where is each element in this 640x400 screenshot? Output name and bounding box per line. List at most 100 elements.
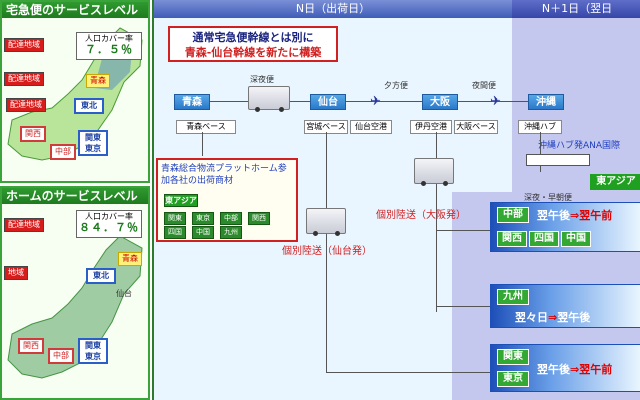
cover-rate-label: 人口カバー率 [85,212,133,221]
dest-chip-chugoku: 中国 [561,231,591,247]
dest-chip-shikoku: 四国 [529,231,559,247]
wheel [313,231,318,236]
trunk-line [206,101,536,102]
aomori-platform-text: 青森総合物流プラットホーム参加各社の出荷商材 [161,164,287,186]
wheel [443,181,448,186]
dest-time-kyushu: 翌々日⇒翌午後 [515,309,590,325]
chip-tokyo: 東京 [192,212,214,225]
wheel [255,107,260,112]
time-before: 翌午後 [537,209,570,222]
east-asia-label: 東アジア [590,174,640,190]
truck-icon [414,158,454,186]
region-aomori: 青森 [86,74,110,88]
region-chubu: 中部 [48,348,74,364]
left-bottom-title: ホームのサービスレベル [2,188,148,204]
dest-chip-kyushu: 九州 [497,289,529,305]
truck-icon [248,86,290,112]
dest-chip-tokyo: 東京 [497,371,529,387]
arrow-symbol: ⇒ [570,363,580,376]
base-itami-airport: 伊丹空港 [410,120,452,134]
connector-line [326,132,327,372]
cover-rate-box: 人口カバー率 ８４．７％ [76,210,142,238]
connector-line [202,132,203,156]
cover-rate-value: ８４．７％ [79,221,139,234]
tag-delivery-area: 配達地域 [4,72,44,86]
chip-chubu: 中部 [220,212,242,225]
dest-chip-kansai: 関西 [497,231,527,247]
left-bottom-panel: ホームのサービスレベル 配達地域 地域 人口カバー率 ８４．７％ 青森 東北 仙… [0,186,150,400]
header-day-n: N日（出荷日） [154,0,512,18]
cover-rate-label: 人口カバー率 [85,34,133,43]
dest-chip-kanto: 関東 [497,349,529,365]
dest-chip-chubu: 中部 [497,207,529,223]
chip-kyushu: 九州 [220,226,242,239]
leg-label-night: 夜間便 [472,81,496,90]
tag-delivery-area: 配達地域 [4,218,44,232]
region-kanto-tokyo: 関東 東京 [78,338,108,364]
osaka-delivery-label: 個別陸送（大阪発） [376,210,466,221]
aomori-platform-box: 青森総合物流プラットホーム参加各社の出荷商材 東アジア 関東 東京 中部 関西 … [156,158,298,242]
chip-kanto: 関東 [164,212,186,225]
region-kansai: 関西 [20,126,46,142]
time-before: 翌々日 [515,311,548,324]
region-sendai: 仙台 [116,289,132,298]
new-trunk-callout: 通常宅急便幹線とは別に 青森-仙台幹線を新たに構築 [168,26,338,62]
left-top-title: 宅急便のサービスレベル [2,2,148,18]
time-after: 翌午後 [557,311,591,324]
tag-delivery-area: 配達地域 [4,38,44,52]
dest-time-chubu: 翌午後⇒翌午前 [537,207,612,223]
wheel [335,231,340,236]
arrow-symbol: ⇒ [548,311,558,324]
connector-line [540,132,541,172]
region-kansai: 関西 [18,338,44,354]
logistics-diagram: N日（出荷日） N＋1日（翌日 通常宅急便幹線とは別に 青森-仙台幹線を新たに構… [152,0,640,400]
connector-line [436,132,437,312]
callout-line1: 通常宅急便幹線とは別に [192,31,314,44]
okinawa-time-label: 深夜・早朝便 [524,193,572,202]
region-chubu: 中部 [50,144,76,160]
station-okinawa: 沖縄 [528,94,564,110]
base-aomori: 青森ベース [176,120,236,134]
tag-delivery-area: 地域 [4,266,28,280]
leg-label-midnight: 深夜便 [250,75,274,84]
wheel [421,181,426,186]
arrow-line [326,372,490,373]
dest-time-kanto: 翌午後⇒翌午前 [537,361,612,377]
cover-rate-box: 人口カバー率 ７．５％ [76,32,142,60]
cover-rate-value: ７．５％ [85,43,133,56]
okinawa-flight-box [526,154,590,166]
base-sendai-airport: 仙台空港 [350,120,392,134]
callout-line2: 青森-仙台幹線を新たに構築 [184,46,322,59]
wheel [279,107,284,112]
sendai-delivery-label: 個別陸送（仙台発） [282,246,372,257]
arrow-symbol: ⇒ [570,209,580,222]
region-tohoku: 東北 [86,268,116,284]
okinawa-international-label: 沖縄ハブ発ANA国際 [538,141,621,151]
arrow-line [436,306,490,307]
truck-icon [306,208,346,236]
tag-delivery-area: 配達地域 [6,98,46,112]
header-day-n1: N＋1日（翌日 [512,0,640,18]
base-osaka: 大阪ベース [454,120,498,134]
next-day-zone [512,0,640,400]
chip-kansai: 関西 [248,212,270,225]
destination-box-chubu-kansai: 中部 翌午後⇒翌午前 関西 四国 中国 [490,202,640,252]
airplane-icon: ✈ [490,94,501,109]
region-tohoku: 東北 [74,98,104,114]
destination-box-kanto: 関東 東京 翌午後⇒翌午前 [490,344,640,392]
time-after: 翌午前 [579,209,613,222]
arrow-line [436,230,490,231]
airplane-icon: ✈ [370,94,381,109]
chip-east-asia: 東アジア [164,194,198,207]
region-kanto-tokyo: 関東 東京 [78,130,108,156]
station-aomori: 青森 [174,94,210,110]
destination-box-kyushu: 九州 翌々日⇒翌午後 [490,284,640,328]
leg-label-evening: 夕方便 [384,81,408,90]
time-before: 翌午後 [537,363,570,376]
chip-shikoku: 四国 [164,226,186,239]
chip-chugoku: 中国 [192,226,214,239]
station-osaka: 大阪 [422,94,458,110]
left-top-panel: 宅急便のサービスレベル 配達地域 配達地域 配達地域 人口カバー率 ７．５％ 青… [0,0,150,183]
station-sendai: 仙台 [310,94,346,110]
region-aomori: 青森 [118,252,142,266]
